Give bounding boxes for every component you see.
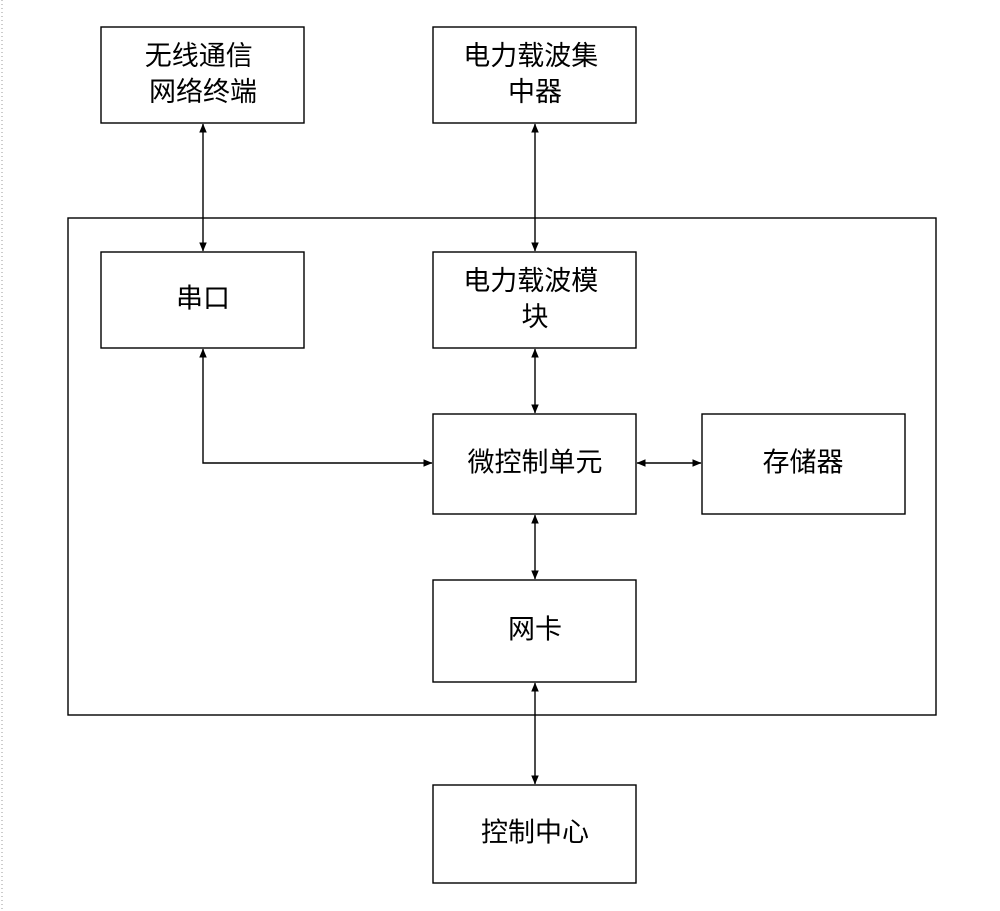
- nic-box: [432, 579, 637, 683]
- plc-concentrator-box: [432, 26, 637, 124]
- control-center-label: 控制中心: [481, 818, 589, 849]
- mcu-label: 微控制单元: [468, 448, 603, 479]
- plc-module-box: [432, 251, 637, 349]
- plc-module-label-line1: 电力载波模: [463, 266, 598, 297]
- plc-module-label-line2: 块: [522, 302, 549, 333]
- wireless-terminal-box: [100, 26, 305, 124]
- serial-mcu-arrow: [199, 348, 433, 467]
- control-center-box: [432, 784, 637, 884]
- plc-concentrator-label: 电力载波集 中器: [463, 41, 607, 108]
- serial-port-label: 串口: [176, 284, 230, 315]
- wireless-terminal-label: 无线通信 网络终端: [145, 41, 262, 108]
- plc-concentrator-label-line2: 中器: [508, 77, 562, 108]
- wireless-terminal-label-line2: 网络终端: [149, 77, 257, 108]
- serial-port-box: [100, 251, 305, 349]
- plc-module-label: 电力载波模 块: [463, 266, 607, 333]
- nic-label: 网卡: [508, 615, 562, 646]
- mcu-box: [432, 413, 637, 515]
- memory-box: [701, 413, 906, 515]
- wireless-terminal-label-line1: 无线通信: [145, 41, 253, 72]
- plc-concentrator-label-line1: 电力载波集: [463, 41, 598, 72]
- device-enclosure: [67, 217, 937, 716]
- memory-label: 存储器: [763, 448, 844, 479]
